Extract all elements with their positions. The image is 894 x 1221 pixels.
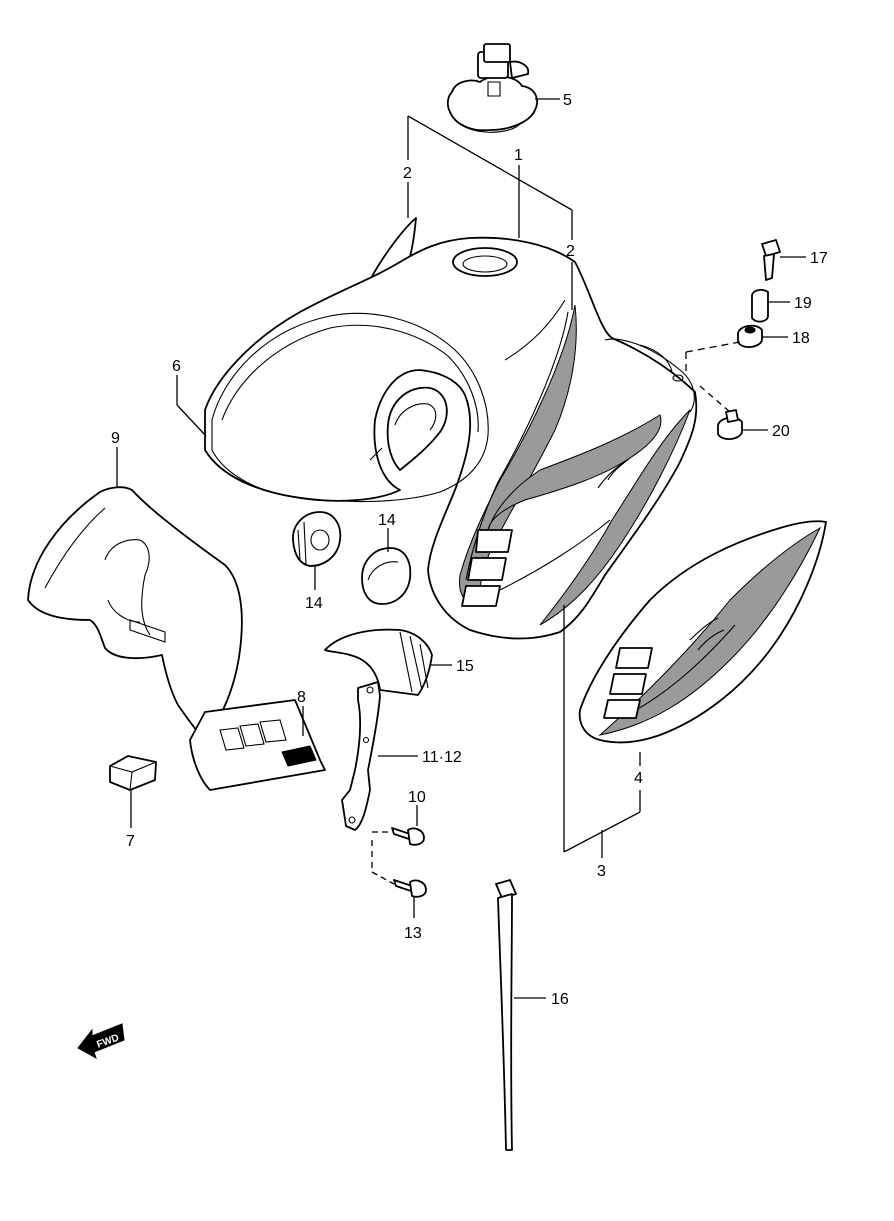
callout-13: 13 (404, 925, 422, 942)
callout-10: 10 (408, 789, 426, 806)
callout-16: 16 (551, 991, 569, 1008)
callout-14-right: 14 (378, 512, 396, 529)
forward-arrow-icon: FWD (77, 1023, 125, 1060)
callout-19: 19 (794, 295, 812, 312)
callout-1: 1 (514, 147, 523, 164)
damper-part-right (361, 547, 412, 605)
cushion-part (109, 755, 157, 791)
screw-part-17 (761, 239, 781, 281)
rubber-cushion-part (324, 628, 433, 696)
callout-2-right: 2 (566, 243, 575, 260)
bolt-part-13 (393, 879, 427, 898)
callout-labels: 5 2 1 2 17 19 18 6 20 9 14 14 15 8 11·12… (111, 92, 828, 1008)
stay-bracket-part (341, 681, 381, 831)
fuel-cap-part (446, 43, 538, 133)
side-cover-part (578, 520, 827, 744)
callout-4: 4 (634, 770, 643, 787)
callout-14-left: 14 (305, 595, 323, 612)
callout-11-12: 11·12 (422, 749, 462, 766)
callout-20: 20 (772, 423, 790, 440)
grommet-part-18 (737, 324, 763, 348)
fuel-tank-part (204, 217, 698, 640)
callout-17: 17 (810, 250, 828, 267)
collar-part-19 (751, 289, 769, 323)
callout-18: 18 (792, 330, 810, 347)
damper-part-left (292, 511, 342, 567)
tank-decal-part (459, 304, 691, 626)
callout-8: 8 (297, 689, 306, 706)
callout-9: 9 (111, 430, 120, 447)
cable-tie-part (495, 879, 517, 1151)
bolt-part-10 (391, 827, 425, 846)
callout-3: 3 (597, 863, 606, 880)
callout-6: 6 (172, 358, 181, 375)
bracket-plate-part (189, 699, 326, 791)
nut-part-20 (717, 409, 743, 440)
inner-panel-part (27, 486, 243, 741)
callout-15: 15 (456, 658, 474, 675)
callout-5: 5 (563, 92, 572, 109)
leader-lines (116, 98, 806, 999)
callout-2-left: 2 (403, 165, 412, 182)
callout-7: 7 (126, 833, 135, 850)
